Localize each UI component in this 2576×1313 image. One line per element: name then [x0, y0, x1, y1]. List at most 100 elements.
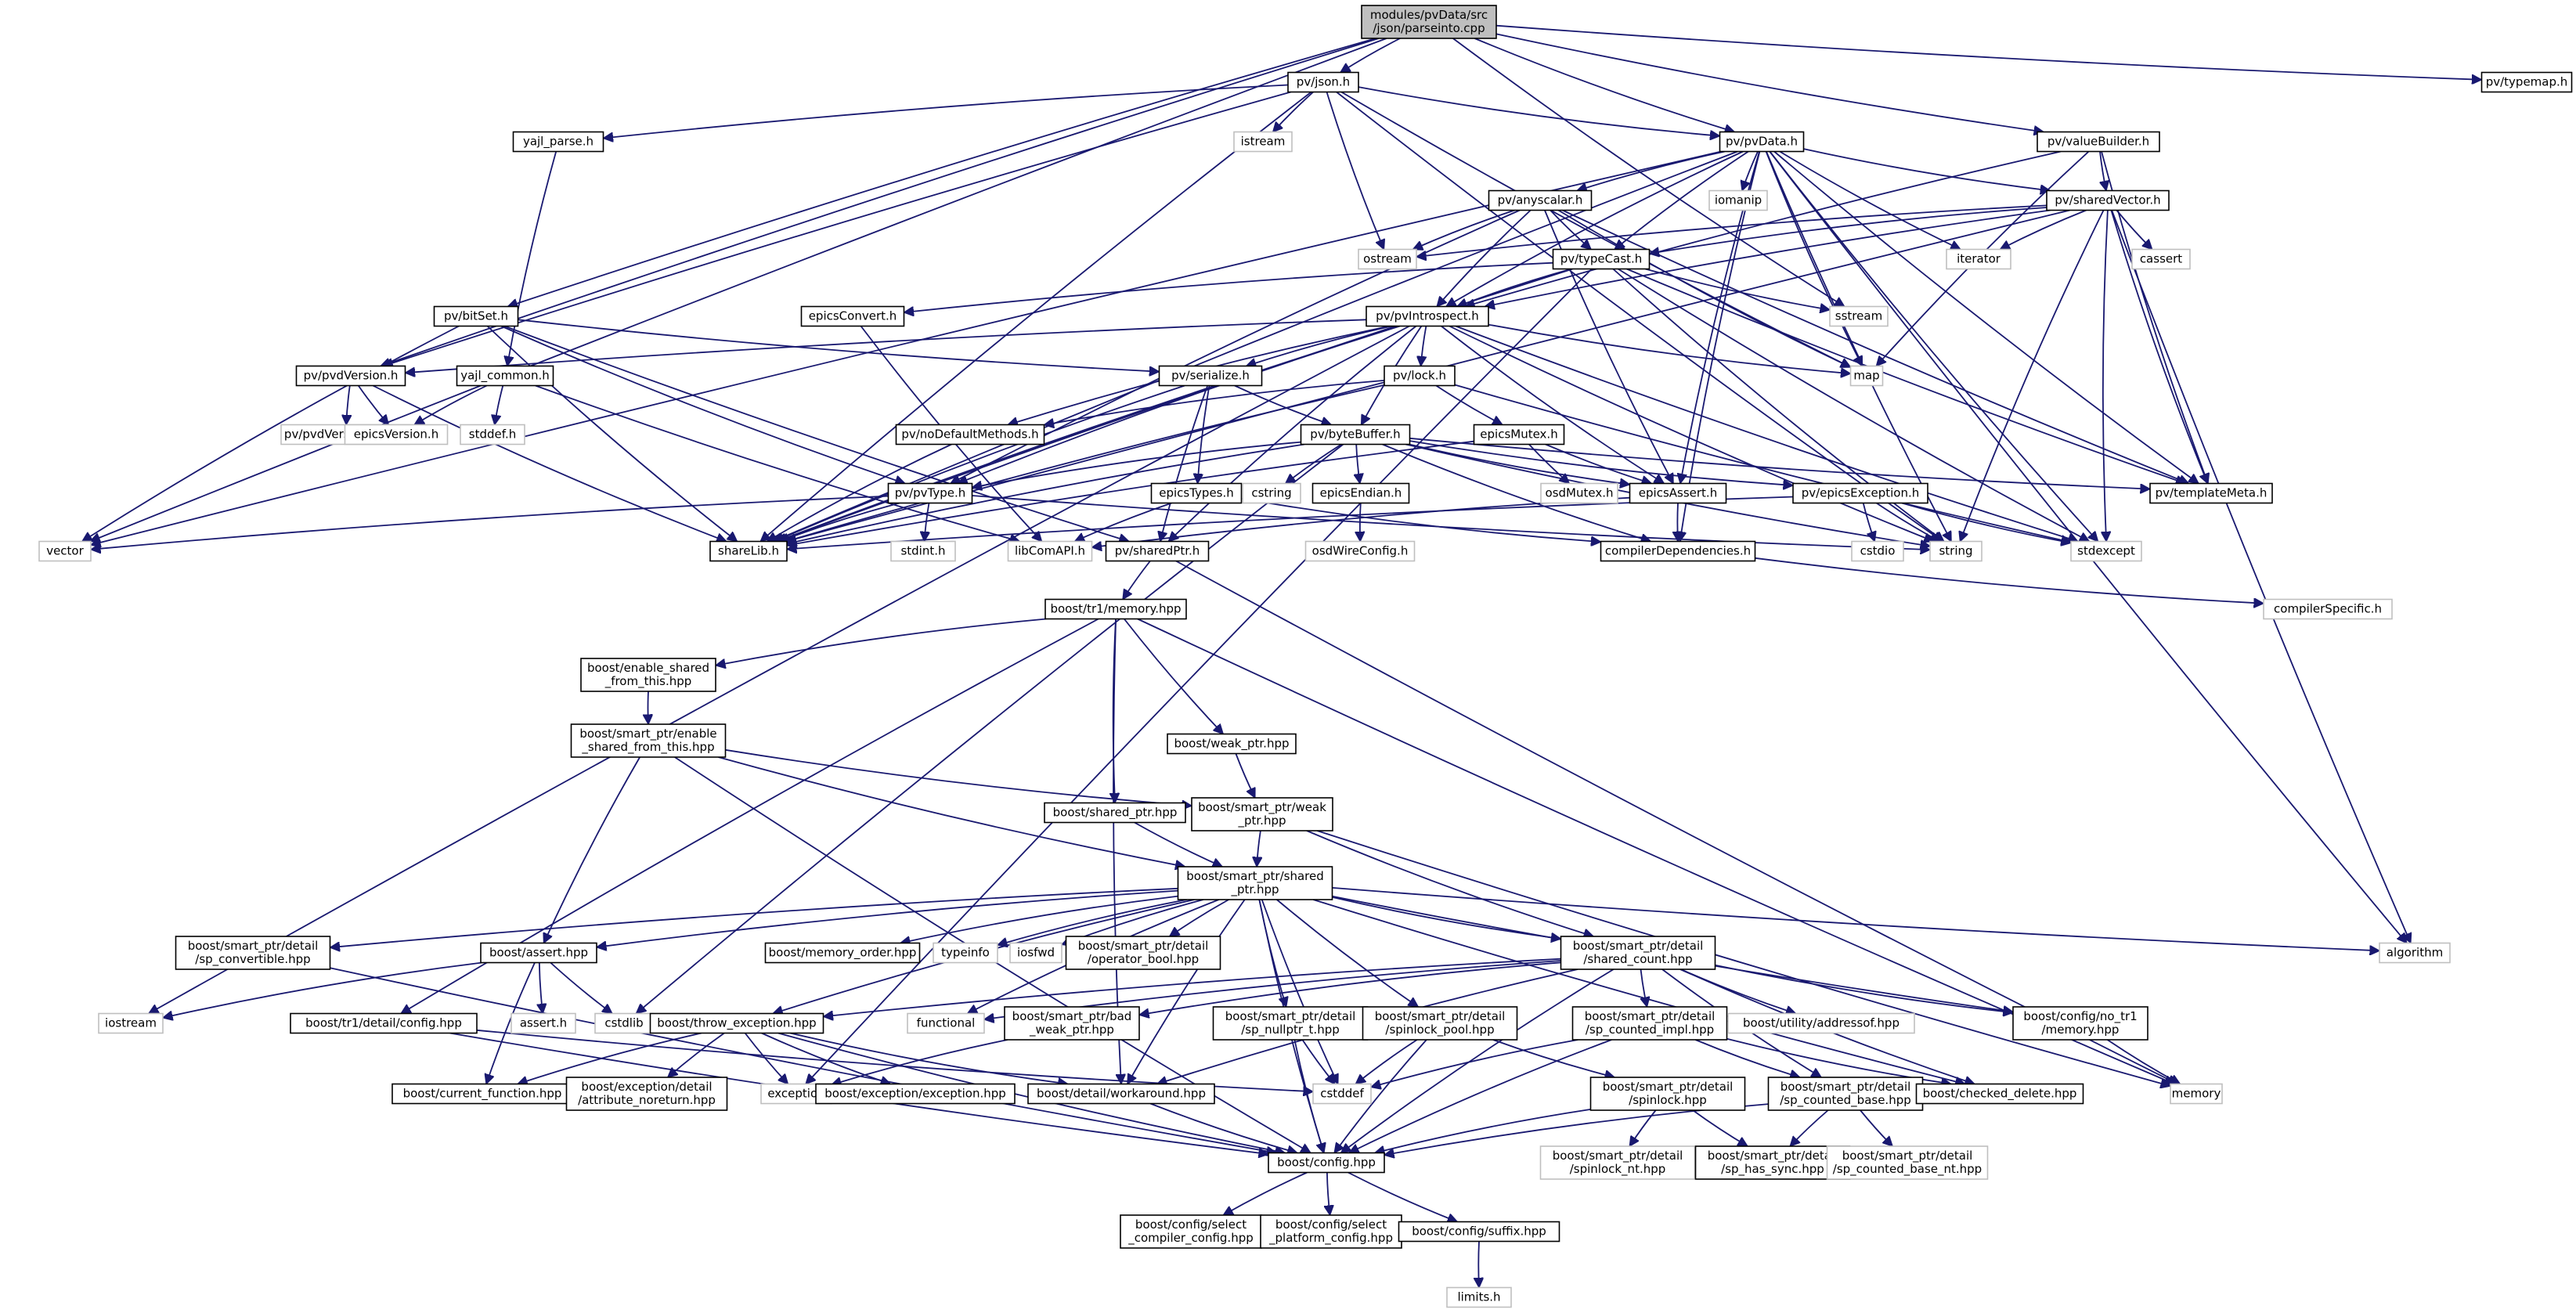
node-valuebuilder[interactable]: pv/valueBuilder.h — [2037, 131, 2160, 153]
node-stdexcept: stdexcept — [2070, 540, 2142, 562]
node-excexc[interactable]: boost/exception/exception.hpp — [815, 1083, 1016, 1105]
node-pvtype[interactable]: pv/pvType.h — [887, 482, 973, 504]
node-json[interactable]: pv/json.h — [1287, 71, 1359, 93]
node-box — [1027, 1083, 1215, 1105]
edge-bytebuffer-to-cstring — [1286, 443, 1342, 484]
edge-configh-to-selplatform — [1327, 1172, 1330, 1216]
node-box — [1268, 1152, 1385, 1174]
edge-spenablesft-to-assert — [544, 756, 640, 943]
node-sharedptr[interactable]: pv/sharedPtr.h — [1105, 540, 1210, 562]
node-label: pv/byteBuffer.h — [1310, 427, 1400, 442]
node-enablesft[interactable]: boost/enable_shared_from_this.hpp — [580, 658, 716, 692]
edge-pvdversion-to-epicsversion — [357, 384, 389, 425]
node-compilerdeps[interactable]: compilerDependencies.h — [1600, 540, 1756, 562]
node-epicsexception[interactable]: pv/epicsException.h — [1792, 482, 1928, 504]
edge-root-to-sstream — [1452, 38, 1845, 308]
node-label: boost/weak_ptr.hpp — [1174, 737, 1289, 752]
node-box — [1007, 540, 1093, 562]
node-root[interactable]: modules/pvData/src/json/parseinto.cpp — [1361, 5, 1497, 39]
node-label: boost/checked_delete.hpp — [1923, 1087, 2077, 1102]
node-countedbase[interactable]: boost/smart_ptr/detail/sp_counted_base.h… — [1767, 1077, 1924, 1111]
node-notr1mem[interactable]: boost/config/no_tr1/memory.hpp — [2012, 1006, 2148, 1041]
edge-sharedcount-to-configh — [1341, 969, 1615, 1153]
node-typemap[interactable]: pv/typemap.h — [2480, 71, 2573, 93]
edge-sharedptr-to-tr1memory — [1123, 560, 1151, 600]
node-weakptr[interactable]: boost/weak_ptr.hpp — [1167, 733, 1297, 755]
node-stdint: stdint.h — [890, 540, 956, 562]
node-yajlcommon[interactable]: yajl_common.h — [456, 365, 554, 387]
node-epicsconvert[interactable]: epicsConvert.h — [800, 305, 905, 327]
node-pvintrospect[interactable]: pv/pvIntrospect.h — [1366, 305, 1489, 327]
node-spconvertible[interactable]: boost/smart_ptr/detail/sp_convertible.hp… — [175, 936, 331, 970]
edge-lock-to-epicsmutex — [1435, 384, 1503, 426]
node-configh[interactable]: boost/config.hpp — [1268, 1152, 1385, 1174]
node-spinlockpool[interactable]: boost/smart_ptr/detail/spinlock_pool.hpp — [1362, 1006, 1518, 1041]
node-label: boost/smart_ptr/detail — [188, 939, 319, 954]
node-addressof: boost/utility/addressof.hpp — [1727, 1012, 1915, 1034]
node-countedimpl[interactable]: boost/smart_ptr/detail/sp_counted_impl.h… — [1571, 1006, 1728, 1041]
edge-serialize-to-sharelib — [774, 384, 1185, 542]
node-throwexc[interactable]: boost/throw_exception.hpp — [649, 1012, 824, 1034]
edge-anyscalar-to-pvintrospect — [1437, 209, 1532, 307]
node-spweakptr[interactable]: boost/smart_ptr/weak_ptr.hpp — [1191, 797, 1333, 831]
node-typecast[interactable]: pv/typeCast.h — [1552, 248, 1651, 270]
edge-pvdversion-to-pvdversionnum — [346, 385, 350, 425]
node-templatemeta[interactable]: pv/templateMeta.h — [2149, 482, 2273, 504]
node-lock[interactable]: pv/lock.h — [1384, 365, 1456, 387]
node-hassync[interactable]: boost/smart_ptr/detail/sp_has_sync.hpp — [1694, 1145, 1851, 1180]
edge-root-to-bitset — [508, 38, 1376, 307]
node-curfunction[interactable]: boost/current_function.hpp — [391, 1083, 573, 1105]
node-box — [391, 1083, 573, 1105]
node-bytebuffer[interactable]: pv/byteBuffer.h — [1300, 424, 1411, 445]
node-spsharedptr[interactable]: boost/smart_ptr/shared_ptr.hpp — [1177, 866, 1333, 900]
node-box — [2131, 248, 2191, 270]
node-box — [1300, 424, 1411, 445]
node-pvdata[interactable]: pv/pvData.h — [1719, 131, 1805, 153]
node-memorder[interactable]: boost/memory_order.hpp — [764, 942, 921, 964]
node-nodefault[interactable]: pv/noDefaultMethods.h — [895, 424, 1045, 445]
node-tr1memory[interactable]: boost/tr1/memory.hpp — [1044, 598, 1187, 620]
node-label: boost/smart_ptr/shared — [1186, 869, 1324, 884]
node-box — [1044, 802, 1186, 824]
node-sharedvector[interactable]: pv/sharedVector.h — [2046, 189, 2170, 211]
node-box — [895, 424, 1045, 445]
node-spinlock[interactable]: boost/smart_ptr/detail/spinlock.hpp — [1589, 1077, 1746, 1111]
node-selplatform[interactable]: boost/config/select_platform_config.hpp — [1260, 1214, 1402, 1249]
node-tr1config[interactable]: boost/tr1/detail/config.hpp — [290, 1012, 478, 1034]
node-nullptr[interactable]: boost/smart_ptr/detail/sp_nullptr_t.hpp — [1212, 1006, 1369, 1041]
node-suffix[interactable]: boost/config/suffix.hpp — [1398, 1221, 1560, 1243]
node-box — [815, 1083, 1016, 1105]
node-sharedptrhpp[interactable]: boost/shared_ptr.hpp — [1044, 802, 1186, 824]
node-epicsendian[interactable]: epicsEndian.h — [1311, 482, 1410, 504]
node-label: algorithm — [2387, 946, 2443, 960]
node-sharelib[interactable]: shareLib.h — [709, 540, 788, 562]
node-sharedcount[interactable]: boost/smart_ptr/detail/shared_count.hpp — [1560, 936, 1716, 970]
node-label: istream — [1241, 135, 1286, 149]
node-anyscalar[interactable]: pv/anyscalar.h — [1488, 189, 1593, 211]
node-badweak[interactable]: boost/smart_ptr/bad_weak_ptr.hpp — [1004, 1006, 1140, 1041]
node-box — [887, 482, 973, 504]
node-epicsmutex[interactable]: epicsMutex.h — [1473, 424, 1565, 445]
node-label: boost/smart_ptr/enable — [579, 727, 716, 741]
node-checkeddelete[interactable]: boost/checked_delete.hpp — [1915, 1083, 2084, 1105]
node-bitset[interactable]: pv/bitSet.h — [433, 305, 519, 327]
node-epicstypes[interactable]: epicsTypes.h — [1150, 482, 1243, 504]
node-workaround[interactable]: boost/detail/workaround.hpp — [1027, 1083, 1215, 1105]
node-cstdlib: cstdlib — [594, 1012, 654, 1034]
edge-sharedvector-to-string — [1960, 210, 2105, 542]
node-yajlparse[interactable]: yajl_parse.h — [512, 131, 604, 153]
node-compilerspecific: compilerSpecific.h — [2263, 598, 2393, 620]
node-pvdversion[interactable]: pv/pvdVersion.h — [295, 365, 406, 387]
node-label: /spinlock_nt.hpp — [1570, 1162, 1666, 1177]
node-box — [580, 658, 716, 692]
node-label: boost/smart_ptr/bad — [1012, 1009, 1132, 1024]
node-assert[interactable]: boost/assert.hpp — [480, 942, 597, 964]
node-attrnoreturn[interactable]: boost/exception/detail/attribute_noretur… — [565, 1077, 728, 1111]
node-serialize[interactable]: pv/serialize.h — [1158, 365, 1263, 387]
node-label: boost/exception/detail — [581, 1080, 712, 1094]
node-epicsassert[interactable]: epicsAssert.h — [1629, 482, 1727, 504]
node-selcompiler[interactable]: boost/config/select_compiler_config.hpp — [1120, 1214, 1262, 1249]
node-opbool[interactable]: boost/smart_ptr/detail/operator_bool.hpp — [1065, 936, 1221, 970]
node-map: map — [1849, 365, 1884, 387]
node-spenablesft[interactable]: boost/smart_ptr/enable_shared_from_this.… — [570, 723, 727, 758]
